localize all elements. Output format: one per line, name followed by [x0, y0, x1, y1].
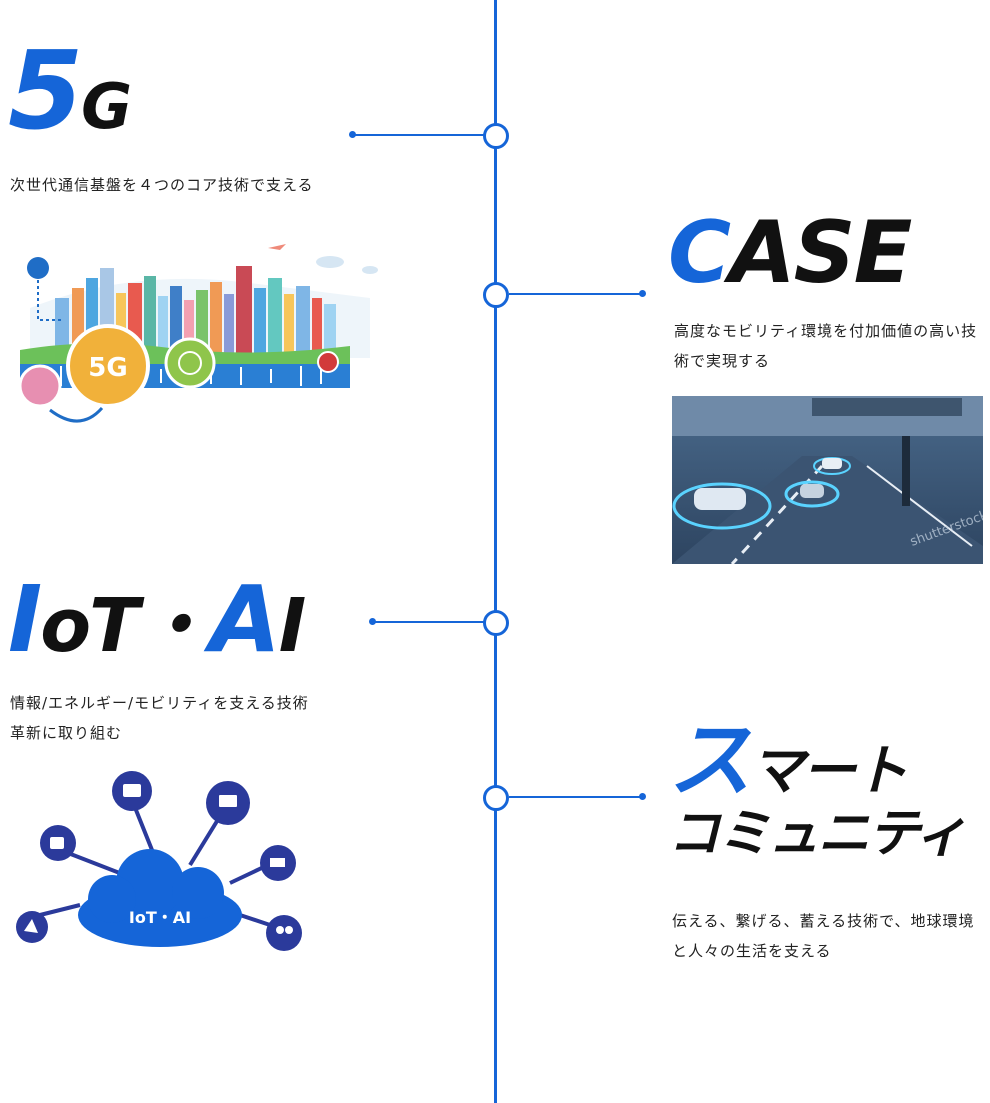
timeline-line	[494, 0, 497, 1103]
title-smart-line1-rest: マート	[750, 739, 908, 802]
section-case-title: CASE	[668, 210, 912, 296]
connector-iotai	[372, 621, 484, 623]
title-5g-accent: 5	[8, 29, 83, 154]
title-iotai-i1: I	[8, 566, 42, 673]
title-case-rest: ASE	[729, 203, 912, 303]
description-smart: 伝える、繋げる、蓄える技術で、地球環境と人々の生活を支える	[672, 912, 975, 960]
title-smart-accent: ス	[668, 711, 752, 809]
description-5g: 次世代通信基盤を４つのコア技術で支える	[10, 176, 314, 194]
description-iotai: 情報/エネルギー/モビリティを支える技術革新に取り組む	[10, 694, 309, 742]
timeline-dot-case	[639, 290, 646, 297]
title-smart-line2: コミュニティ	[668, 804, 967, 864]
iot-ai-illustration: IoT・AI	[10, 765, 310, 955]
title-5g-rest: G	[81, 70, 133, 143]
title-iotai-a: A	[209, 566, 281, 673]
section-smart-title: スマート コミュニティ	[668, 718, 967, 860]
connector-smart	[509, 796, 642, 798]
timeline-node-iotai	[483, 610, 509, 636]
city-5g-illustration: 5G	[10, 238, 382, 438]
autonomous-driving-photo: shutterstock	[672, 396, 983, 564]
section-5g-title: 5G	[8, 38, 132, 146]
timeline-dot-smart	[639, 793, 646, 800]
connector-5g	[352, 134, 484, 136]
timeline-node-5g	[483, 123, 509, 149]
description-case: 高度なモビリティ環境を付加価値の高い技術で実現する	[674, 322, 978, 370]
cloud-label: IoT・AI	[129, 908, 191, 927]
timeline-node-case	[483, 282, 509, 308]
title-iotai-i2: I	[278, 583, 307, 669]
title-case-accent: C	[668, 203, 731, 303]
title-iotai-ot: oT・	[40, 583, 211, 669]
connector-case	[509, 293, 642, 295]
section-iotai-title: IoT・AI	[8, 574, 307, 669]
timeline-node-smart	[483, 785, 509, 811]
badge-5g: 5G	[88, 353, 127, 383]
